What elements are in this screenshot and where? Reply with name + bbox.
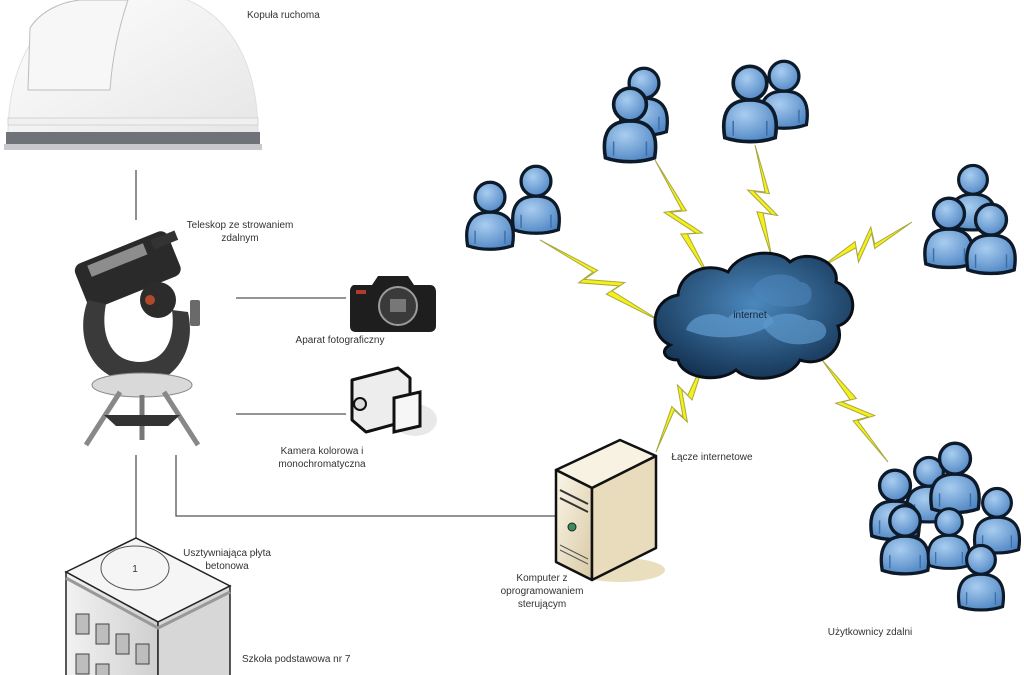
- dslr-camera-icon: [350, 276, 436, 332]
- bolt-users-top: [746, 144, 780, 259]
- computer-label-line1: Komputer z: [516, 573, 567, 584]
- photo-camera-label: Aparat fotograficzny: [296, 335, 385, 346]
- telescope-icon: [74, 230, 201, 447]
- video-camera-label-line1: Kamera kolorowa i: [281, 446, 364, 457]
- connector-lines: [135, 170, 555, 540]
- remote-users-label: Użytkownicy zdalni: [828, 627, 912, 638]
- school-label: Szkoła podstawowa nr 7: [242, 654, 351, 665]
- users-group-right: [923, 163, 1017, 276]
- telescope-label-line2: zdalnym: [221, 233, 258, 244]
- line-telescope-computer: [175, 455, 555, 517]
- cloud-label: internet: [733, 310, 767, 321]
- users-group-bottom-right: [868, 441, 1022, 612]
- bolt-users-bottom-right: [821, 359, 889, 463]
- slab-label-line2: betonowa: [205, 561, 249, 572]
- bolt-users-left: [539, 239, 663, 323]
- users-group-top-left: [602, 66, 669, 164]
- building-icon: 1: [64, 537, 232, 675]
- bolt-users-right: [819, 221, 913, 269]
- slab-marker-circle: [100, 545, 170, 591]
- computer-label-line2: oprogramowaniem: [501, 586, 584, 597]
- users-group-left: [465, 164, 561, 251]
- slab-label-line1: Usztywniająca płyta: [183, 548, 271, 559]
- cloud-icon: [653, 251, 855, 380]
- bolt-users-top-left: [654, 159, 713, 283]
- video-camera-label-line2: monochromatyczna: [278, 459, 366, 470]
- users-group-top: [721, 59, 810, 144]
- slab-marker-number: 1: [132, 564, 138, 575]
- server-tower-icon: [554, 438, 665, 582]
- internet-link-label: Łącze internetowe: [671, 452, 753, 463]
- computer-label-line3: sterującym: [518, 599, 566, 610]
- dome-label: Kopuła ruchoma: [247, 10, 320, 21]
- video-camera-icon: [350, 366, 437, 436]
- observatory-dome-icon: [4, 0, 262, 150]
- telescope-label-line1: Teleskop ze strowaniem: [187, 220, 294, 231]
